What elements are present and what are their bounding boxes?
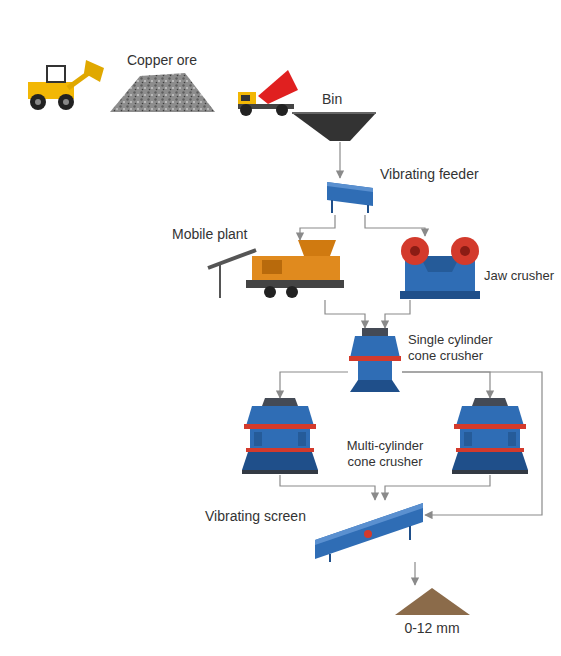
screen-symbol	[315, 503, 423, 562]
mobile-plant-symbol	[208, 240, 344, 298]
node-label: Copper ore	[127, 52, 197, 68]
flow-arrow	[365, 215, 425, 236]
node-label: Single cylinder cone crusher	[408, 332, 504, 364]
single-cone-symbol	[349, 328, 401, 392]
wheel-loader	[28, 60, 104, 110]
equipment-node: Bin	[290, 112, 378, 142]
flow-arrow	[339, 142, 340, 178]
flow-arrow	[300, 215, 335, 240]
multi-cone-symbol	[242, 398, 318, 474]
node-label: Mobile plant	[172, 226, 248, 242]
node-label: Jaw crusher	[484, 268, 554, 284]
equipment-node: Vibrating screen	[312, 500, 425, 562]
node-label: Vibrating feeder	[380, 166, 479, 182]
equipment-node: Single cylinder cone crusher	[348, 328, 402, 392]
node-label: 0-12 mm	[404, 620, 459, 636]
flow-arrow	[280, 475, 375, 500]
feeder-symbol	[327, 182, 373, 213]
equipment-node: Jaw crusher	[398, 236, 480, 300]
equipment-node: Multi-cylinder cone crusher	[240, 398, 530, 475]
equipment-node: Vibrating feeder	[325, 178, 375, 215]
product-pile	[395, 588, 470, 615]
flow-arrow	[385, 475, 490, 500]
node-label: Vibrating screen	[205, 508, 306, 524]
flow-arrow	[280, 372, 348, 398]
ore-pile	[110, 73, 215, 112]
flow-arrow	[402, 372, 490, 398]
bin-hopper	[292, 113, 376, 141]
equipment-node: Copper ore	[110, 72, 215, 112]
node-label: Bin	[322, 91, 342, 107]
flow-arrow	[385, 300, 410, 328]
jaw-crusher-symbol	[400, 237, 480, 299]
node-label: Multi-cylinder cone crusher	[333, 438, 437, 470]
multi-cone-symbol	[452, 398, 528, 474]
dump-truck	[238, 70, 298, 116]
flow-arrow	[414, 562, 415, 585]
flow-arrow	[325, 300, 365, 328]
equipment-node: Mobile plant	[205, 240, 345, 300]
equipment-node: 0-12 mm	[395, 585, 470, 615]
